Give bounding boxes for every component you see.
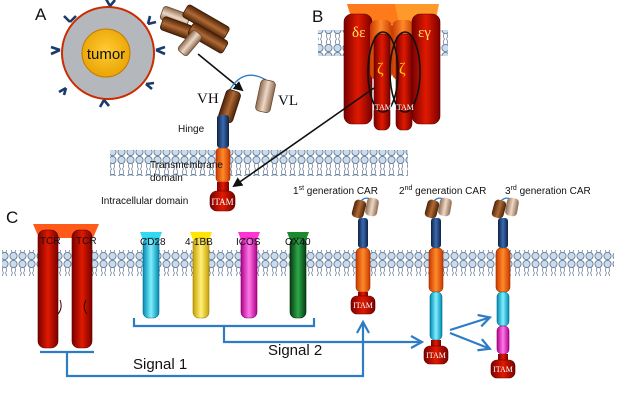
tumor-cell: tumor — [50, 0, 166, 108]
transmembrane-label-1: Transmembrane — [150, 160, 223, 171]
cd28-receptor — [140, 232, 162, 319]
antibody-icon — [159, 4, 230, 56]
gen3-label: 3rd generation CAR — [505, 185, 591, 197]
tcr-itam-right: ITAM — [394, 103, 414, 112]
membrane-panel-c — [2, 250, 614, 276]
panel-label-c: C — [6, 208, 18, 227]
gen1-itam: ITAM — [353, 301, 373, 310]
tcr-receptor — [33, 224, 99, 349]
transmembrane-label-2: domain — [150, 173, 183, 184]
signal2-label: Signal 2 — [268, 342, 322, 359]
arrow-antibody-to-scfv — [197, 53, 244, 92]
gen2-itam: ITAM — [426, 351, 446, 360]
scfv-domain — [218, 74, 276, 124]
arrow-tcr-to-car — [232, 87, 375, 188]
tcr-right-label: TCR — [76, 236, 97, 247]
zeta-right-label: ζ — [399, 61, 406, 78]
car-2nd-generation: ITAM — [423, 197, 452, 365]
4-1bb-receptor — [190, 232, 212, 319]
tcr-complex — [343, 4, 441, 131]
intracellular-label: Intracellular domain — [101, 196, 188, 207]
4-1bb-label: 4-1BB — [185, 237, 213, 248]
antigen-icons — [50, 0, 166, 108]
gen2-label: 2nd generation CAR — [399, 185, 486, 197]
car-structure: ITAM — [209, 115, 236, 212]
car-itam-label: ITAM — [211, 197, 233, 207]
vh-label: VH — [197, 91, 219, 107]
icos-label: ICOS — [236, 237, 261, 248]
panel-label-b: B — [312, 7, 323, 26]
vl-label: VL — [278, 93, 298, 109]
epsilon-gamma-label: εγ — [418, 25, 431, 41]
tcr-itam-left: ITAM — [372, 103, 392, 112]
gen1-label: 1st generation CAR — [293, 185, 378, 197]
ox40-label: OX40 — [285, 237, 311, 248]
gen3-itam: ITAM — [493, 365, 513, 374]
panel-label-a: A — [35, 5, 47, 24]
tcr-left-label: TCR — [40, 236, 61, 247]
signal1-label: Signal 1 — [133, 356, 187, 373]
membrane-car — [110, 150, 408, 176]
icos-receptor — [238, 232, 260, 319]
delta-epsilon-label: δε — [352, 25, 365, 41]
cd28-label: CD28 — [140, 237, 166, 248]
hinge-label: Hinge — [178, 124, 205, 135]
zeta-left-label: ζ — [377, 61, 384, 78]
car-1st-generation: ITAM — [350, 197, 379, 315]
ox40-receptor — [287, 232, 309, 319]
car-3rd-generation: ITAM — [490, 197, 519, 379]
signal-arrows — [40, 318, 488, 378]
tumor-label: tumor — [87, 46, 125, 63]
